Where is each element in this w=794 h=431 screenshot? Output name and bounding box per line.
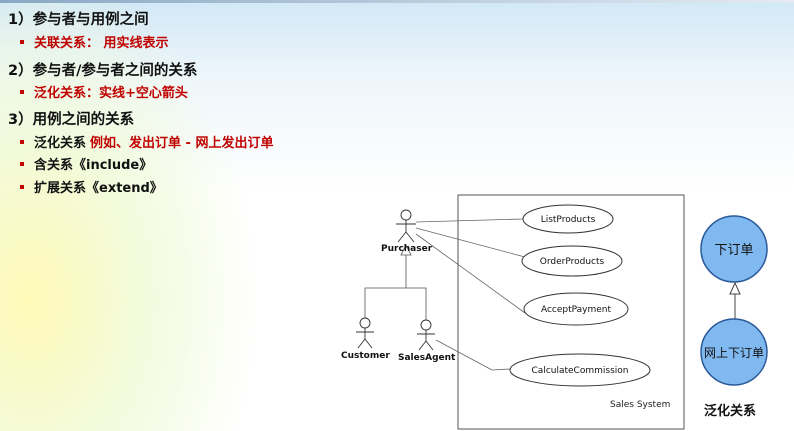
generalization-branch: [364, 287, 427, 320]
generalization-caption: 泛化关系: [704, 404, 757, 419]
use-case-calculate-commission: CalculateCommission: [509, 353, 651, 387]
actor-purchaser-icon: [396, 209, 416, 243]
section2-item-1: 泛化关系：实线+空心箭头: [34, 86, 188, 101]
actor-sales-agent-label: SalesAgent: [398, 353, 456, 363]
node-parent-order: [700, 215, 768, 283]
system-label: Sales System: [610, 400, 670, 410]
association-list-products: [415, 218, 524, 223]
use-case-list-products: ListProducts: [522, 204, 614, 234]
association-calc-line-2: [491, 368, 511, 371]
section3-bullet-3: 扩展关系《extend》: [20, 177, 163, 196]
section3-item-2: 含关系《include》: [34, 158, 153, 173]
slide-top-bar: [0, 0, 794, 3]
use-case-order-products: OrderProducts: [521, 245, 623, 277]
use-case-list-products-label: ListProducts: [541, 215, 596, 225]
section1-heading: 1）参与者与用例之间: [8, 12, 149, 28]
node-child-online-order-label: 网上下订单: [704, 346, 764, 360]
section2-heading: 2）参与者/参与者之间的关系: [8, 63, 198, 79]
association-lines: [415, 218, 526, 371]
actor-customer-label: Customer: [341, 351, 390, 361]
section3-heading: 3）用例之间的关系: [8, 112, 135, 128]
association-order-products: [415, 227, 526, 258]
node-child-online-order: [700, 318, 768, 386]
bullet-icon: [20, 89, 24, 94]
actor-sales-agent-icon: [417, 319, 435, 351]
section3-item-1-example: 例如、发出订单 - 网上发出订单: [90, 136, 274, 151]
node-parent-order-label: 下订单: [714, 243, 753, 258]
generalization-arrowhead-icon: [400, 244, 412, 256]
section1-bullet-1: 关联关系： 用实线表示: [20, 32, 169, 51]
association-accept-payment: [415, 233, 526, 314]
section1-item-1: 关联关系： 用实线表示: [34, 36, 169, 51]
actor-customer-icon: [356, 317, 374, 349]
bullet-icon: [20, 39, 24, 44]
section3-bullet-1: 泛化关系 例如、发出订单 - 网上发出订单: [20, 132, 273, 151]
bullet-icon: [20, 184, 24, 189]
generalization-example-arrowhead-icon: [729, 281, 741, 295]
generalization-example: 下订单 网上下订单: [700, 215, 768, 386]
section3-bullet-2: 含关系《include》: [20, 154, 152, 173]
bullet-icon: [20, 161, 24, 166]
use-case-calculate-commission-label: CalculateCommission: [532, 366, 629, 376]
section3-item-1-label: 泛化关系: [34, 136, 87, 151]
actor-generalization: [364, 244, 427, 320]
association-calc-line-1: [435, 339, 493, 371]
bullet-icon: [20, 139, 24, 144]
actor-purchaser-label: Purchaser: [381, 244, 433, 254]
section3-item-3: 扩展关系《extend》: [34, 181, 163, 196]
use-case-accept-payment: AcceptPayment: [523, 292, 629, 326]
section2-bullet-1: 泛化关系：实线+空心箭头: [20, 82, 188, 101]
use-case-order-products-label: OrderProducts: [540, 257, 605, 267]
use-case-accept-payment-label: AcceptPayment: [541, 305, 612, 315]
